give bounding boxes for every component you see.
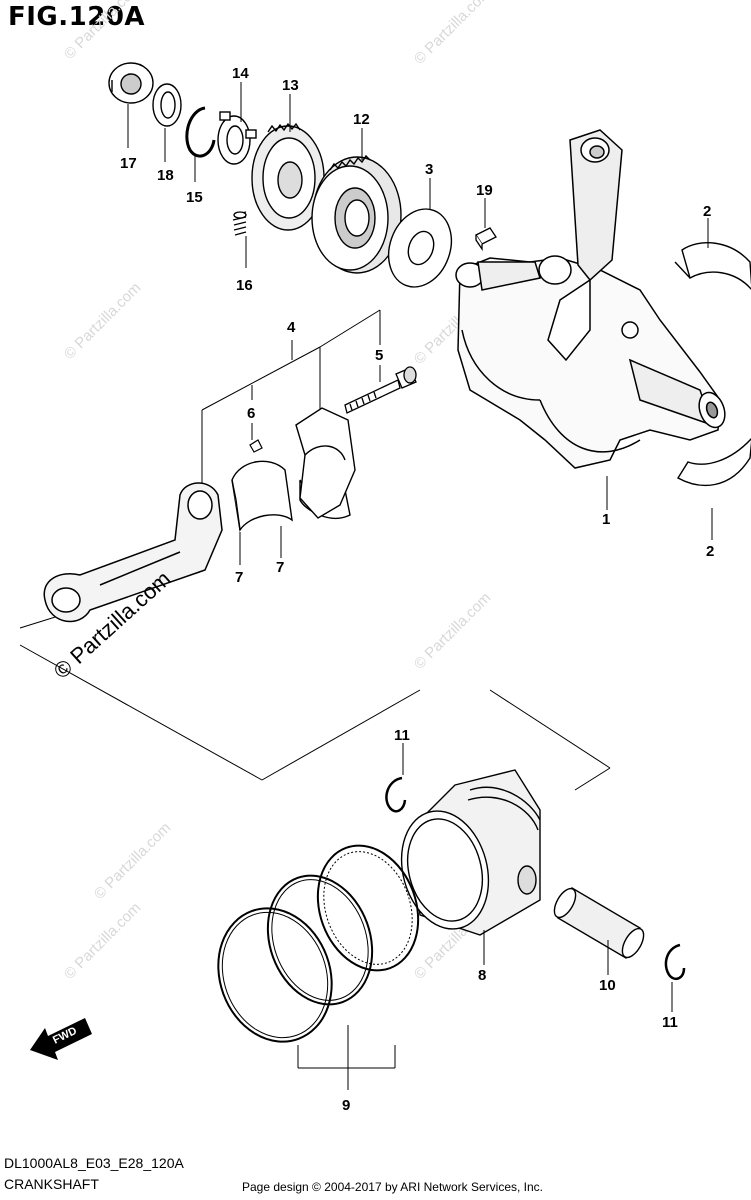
key-19: [475, 227, 497, 252]
callout-7-right: 7: [276, 559, 284, 576]
fwd-arrow: FWD: [30, 1018, 92, 1060]
callouts: 17 18 15 14 16 13 12 3 19 2 2 1 4 5 6 7 …: [120, 65, 714, 1114]
callout-9: 9: [342, 1097, 350, 1114]
callout-4: 4: [287, 319, 296, 336]
bolt-5: [344, 366, 417, 414]
bearing-2-upper: [674, 242, 751, 290]
spring-16: [232, 211, 247, 236]
watermark-text: © Partzilla.com: [61, 899, 144, 982]
watermark-text: © Partzilla.com: [91, 819, 174, 902]
callout-17: 17: [120, 155, 137, 172]
piston-8: [400, 769, 541, 936]
callout-8: 8: [478, 967, 486, 984]
callout-12: 12: [353, 111, 370, 128]
connecting-rod: [43, 482, 223, 623]
piston-rings-9: [217, 844, 420, 1043]
callout-13: 13: [282, 77, 299, 94]
circlip-15: [185, 106, 216, 158]
callout-3: 3: [425, 161, 433, 178]
bearing-2-lower: [677, 438, 751, 487]
callout-6: 6: [247, 405, 255, 422]
watermark-text: © Partzilla.com: [411, 589, 494, 672]
watermark-text: © Partzilla.com: [61, 0, 144, 63]
bracket-9: [297, 1025, 396, 1090]
callout-2-upper: 2: [703, 203, 711, 220]
lockwasher-14: [217, 111, 257, 165]
callout-1: 1: [602, 511, 610, 528]
callout-14: 14: [232, 65, 249, 82]
gear-12: [311, 154, 402, 274]
callout-10: 10: [599, 977, 616, 994]
crankshaft-1: [455, 129, 726, 469]
washer-3: [387, 208, 453, 288]
rod-cap: [295, 407, 356, 519]
gear-13: [251, 122, 325, 231]
nut-17: [108, 62, 154, 104]
callout-7-left: 7: [235, 569, 243, 586]
piston-pin-10: [553, 887, 645, 959]
model-code: DL1000AL8_E03_E28_120A: [4, 1155, 184, 1171]
callout-11-upper: 11: [394, 727, 410, 744]
circlip-11-lower: [664, 943, 686, 980]
callout-18: 18: [157, 167, 174, 184]
watermark-text: © Partzilla.com: [61, 279, 144, 362]
callout-16: 16: [236, 277, 253, 294]
copyright-notice: Page design © 2004-2017 by ARI Network S…: [242, 1180, 544, 1194]
callout-19: 19: [476, 182, 493, 199]
callout-15: 15: [186, 189, 203, 206]
section-name: CRANKSHAFT: [4, 1176, 99, 1192]
callout-5: 5: [375, 347, 383, 364]
washer-18: [152, 83, 182, 127]
callout-2-lower: 2: [706, 543, 714, 560]
callout-11-lower: 11: [662, 1014, 678, 1031]
pin-6: [249, 439, 263, 453]
watermark-text: © Partzilla.com: [411, 0, 494, 68]
figure-title: FIG.120A: [8, 2, 146, 32]
circlip-11-upper: [385, 776, 407, 813]
